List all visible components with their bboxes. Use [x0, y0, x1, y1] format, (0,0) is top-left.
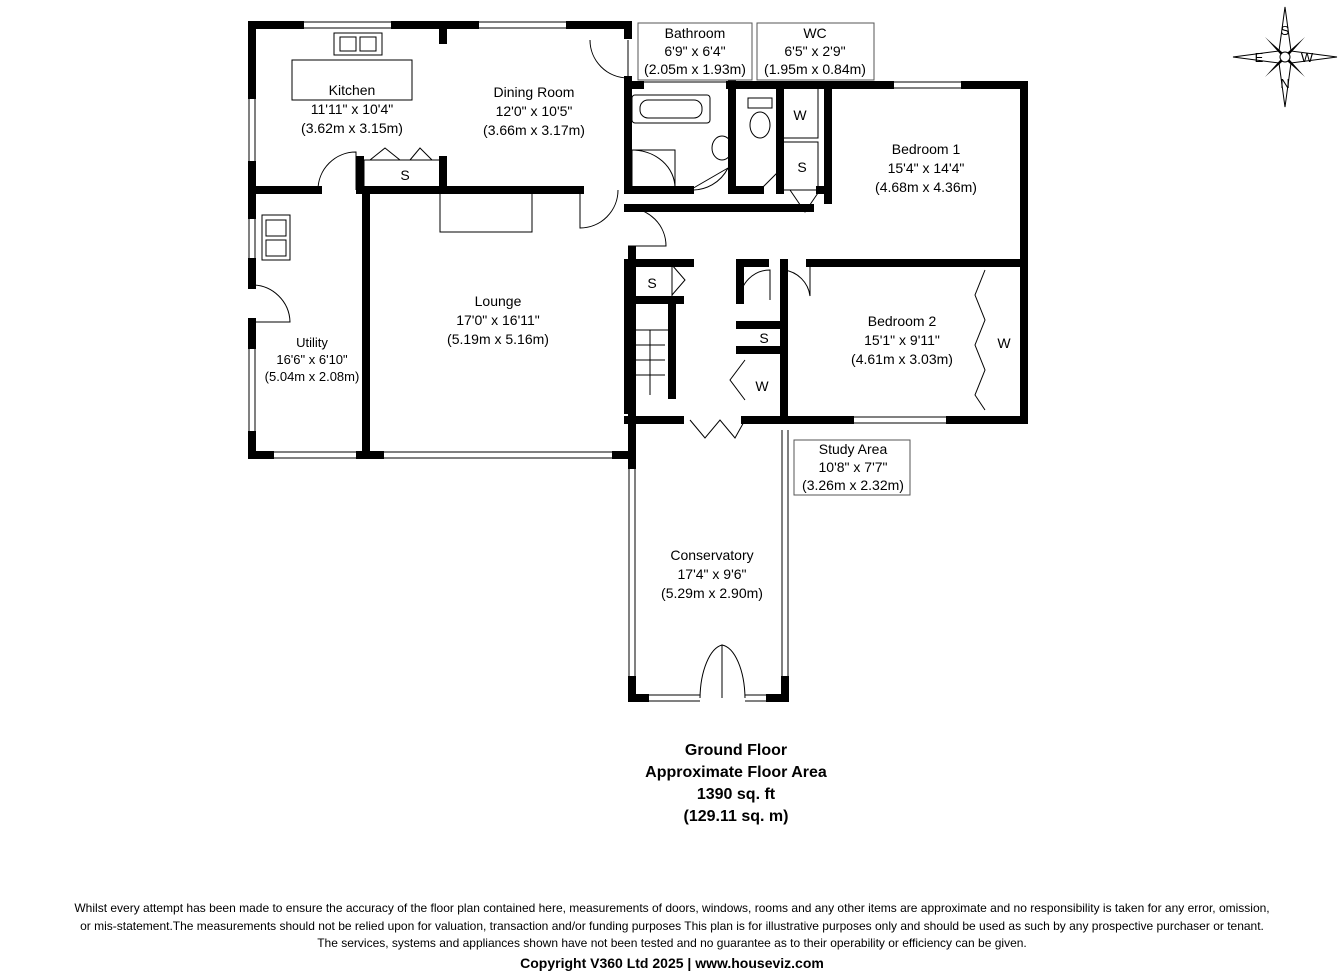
- bathroom-metric: (2.05m x 1.93m): [644, 61, 746, 77]
- study-metric: (3.26m x 2.32m): [802, 477, 904, 493]
- lounge-name: Lounge: [475, 293, 522, 309]
- wc-name: WC: [803, 25, 826, 41]
- stairs-icon: [635, 329, 670, 395]
- disclaimer-line-3: The services, systems and appliances sho…: [317, 936, 1027, 950]
- fireplace-hearth: [439, 191, 533, 233]
- dining-name: Dining Room: [494, 84, 575, 100]
- kitchen-worktop: [291, 59, 413, 101]
- dining-imperial: 12'0" x 10'5": [496, 103, 573, 119]
- conservatory-imperial: 17'4" x 9'6": [678, 566, 747, 582]
- wc-metric: (1.95m x 0.84m): [764, 61, 866, 77]
- lounge-metric: (5.19m x 5.16m): [447, 331, 549, 347]
- area-sqft: 1390 sq. ft: [696, 786, 776, 803]
- disclaimer-line-2: or mis-statement.The measurements should…: [80, 918, 1264, 933]
- area-sqm: (129.11 sq. m): [683, 808, 789, 825]
- bedroom2-metric: (4.61m x 3.03m): [851, 351, 953, 367]
- storage-kitchen: S: [400, 167, 409, 183]
- bedroom2-name: Bedroom 2: [868, 313, 937, 329]
- compass-icon: S N E W: [1232, 6, 1338, 108]
- storage-labels: S W S S S W W: [363, 87, 1011, 394]
- storage-hall: S: [759, 330, 768, 346]
- basin-icon: [711, 135, 733, 161]
- bedroom2-imperial: 15'1" x 9'11": [864, 332, 940, 348]
- room-labels: Kitchen 11'11" x 10'4" (3.62m x 3.15m) D…: [265, 25, 977, 601]
- wardrobe-hall: W: [755, 378, 769, 394]
- utility-metric: (5.04m x 2.08m): [265, 369, 360, 384]
- kitchen-name: Kitchen: [329, 82, 376, 98]
- toilet-icon: [749, 111, 771, 139]
- wardrobe-bedroom1: W: [793, 107, 807, 123]
- bathroom-imperial: 6'9" x 6'4": [664, 43, 725, 59]
- disclaimer-line-1: Whilst every attempt has been made to en…: [74, 901, 1270, 915]
- bath-icon: [631, 94, 711, 124]
- storage-bedroom1: S: [797, 159, 806, 175]
- dining-metric: (3.66m x 3.17m): [483, 122, 585, 138]
- kitchen-imperial: 11'11" x 10'4": [311, 101, 394, 117]
- compass-n: N: [1280, 76, 1289, 91]
- doors: [251, 39, 986, 699]
- dimension-boxes: [637, 22, 911, 496]
- area-label: Approximate Floor Area: [645, 764, 827, 781]
- floor-area-summary: Ground Floor Approximate Floor Area 1390…: [536, 740, 936, 828]
- kitchen-metric: (3.62m x 3.15m): [301, 120, 403, 136]
- compass-e: E: [1255, 50, 1264, 65]
- wc-imperial: 6'5" x 2'9": [784, 43, 845, 59]
- disclaimer: Whilst every attempt has been made to en…: [0, 900, 1344, 973]
- bedroom1-name: Bedroom 1: [892, 141, 961, 157]
- wardrobe-bedroom2: W: [997, 335, 1011, 351]
- utility-sink-icon: [261, 214, 291, 261]
- bedroom1-imperial: 15'4" x 14'4": [888, 160, 965, 176]
- storage-hall-top: S: [647, 275, 656, 291]
- lounge-imperial: 17'0" x 16'11": [456, 312, 540, 328]
- fixtures: [261, 32, 773, 395]
- bathroom-name: Bathroom: [665, 25, 726, 41]
- shower-icon: [631, 149, 676, 189]
- conservatory-metric: (5.29m x 2.90m): [661, 585, 763, 601]
- study-imperial: 10'8" x 7'7": [819, 459, 888, 475]
- study-name: Study Area: [819, 441, 888, 457]
- windows: [248, 21, 965, 702]
- kitchen-sink-icon: [333, 32, 383, 56]
- floor-name: Ground Floor: [684, 742, 788, 759]
- conservatory-name: Conservatory: [670, 547, 753, 563]
- compass-w: W: [1301, 50, 1314, 65]
- utility-imperial: 16'6" x 6'10": [276, 352, 348, 367]
- utility-name: Utility: [296, 335, 328, 350]
- bedroom1-metric: (4.68m x 4.36m): [875, 179, 977, 195]
- compass-s: S: [1281, 23, 1290, 38]
- walls: [248, 21, 1028, 702]
- copyright: Copyright V360 Ltd 2025 | www.houseviz.c…: [520, 954, 824, 971]
